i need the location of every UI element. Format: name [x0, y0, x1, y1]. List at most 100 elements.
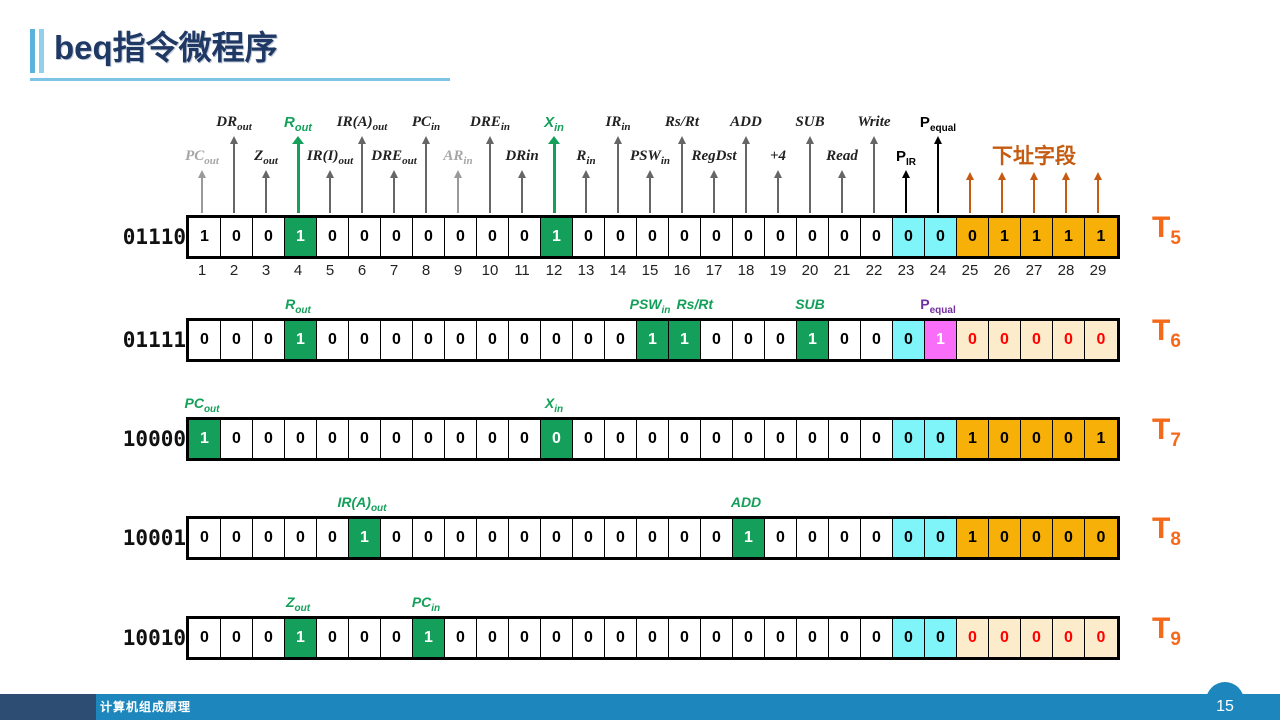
- control-bit-cell[interactable]: 0: [445, 519, 477, 557]
- control-bit-cell[interactable]: 0: [733, 619, 765, 657]
- control-bit-cell[interactable]: 0: [765, 321, 797, 359]
- control-bit-cell[interactable]: 1: [189, 218, 221, 256]
- control-bit-cell[interactable]: 0: [221, 321, 253, 359]
- control-bit-cell[interactable]: 0: [317, 218, 349, 256]
- control-bit-cell[interactable]: 0: [637, 218, 669, 256]
- control-bit-cell[interactable]: 0: [605, 420, 637, 458]
- control-bit-cell[interactable]: 0: [1053, 519, 1085, 557]
- control-bit-cell[interactable]: 0: [477, 321, 509, 359]
- control-bit-cell[interactable]: 1: [1053, 218, 1085, 256]
- control-bit-cell[interactable]: 0: [477, 420, 509, 458]
- control-bit-cell[interactable]: 0: [413, 218, 445, 256]
- control-bit-cell[interactable]: 0: [829, 519, 861, 557]
- control-bit-cell[interactable]: 1: [285, 321, 317, 359]
- control-bit-cell[interactable]: 1: [669, 321, 701, 359]
- control-bit-cell[interactable]: 0: [1021, 321, 1053, 359]
- control-bit-cell[interactable]: 0: [381, 619, 413, 657]
- control-bit-cell[interactable]: 1: [957, 420, 989, 458]
- control-bit-cell[interactable]: 0: [445, 420, 477, 458]
- control-bit-cell[interactable]: 0: [861, 420, 893, 458]
- control-bit-cell[interactable]: 0: [509, 218, 541, 256]
- control-bit-cell[interactable]: 0: [349, 218, 381, 256]
- control-bit-cell[interactable]: 0: [445, 321, 477, 359]
- control-bit-cell[interactable]: 0: [797, 218, 829, 256]
- control-bit-cell[interactable]: 0: [509, 519, 541, 557]
- control-bit-cell[interactable]: 0: [285, 519, 317, 557]
- control-bit-cell[interactable]: 0: [637, 519, 669, 557]
- control-bit-cell[interactable]: 0: [381, 321, 413, 359]
- control-bit-cell[interactable]: 0: [189, 321, 221, 359]
- control-bit-cell[interactable]: 1: [989, 218, 1021, 256]
- control-bit-cell[interactable]: 0: [829, 218, 861, 256]
- control-bit-cell[interactable]: 0: [1021, 619, 1053, 657]
- control-bit-cell[interactable]: 0: [637, 619, 669, 657]
- control-bit-cell[interactable]: 0: [541, 321, 573, 359]
- control-bit-cell[interactable]: 0: [1053, 619, 1085, 657]
- control-bit-cell[interactable]: 0: [893, 420, 925, 458]
- control-bit-cell[interactable]: 0: [221, 619, 253, 657]
- control-bit-cell[interactable]: 0: [413, 321, 445, 359]
- control-bit-cell[interactable]: 0: [925, 218, 957, 256]
- control-bit-cell[interactable]: 0: [509, 619, 541, 657]
- control-bit-cell[interactable]: 0: [765, 519, 797, 557]
- control-bit-cell[interactable]: 0: [349, 321, 381, 359]
- control-bit-cell[interactable]: 0: [733, 218, 765, 256]
- control-bit-cell[interactable]: 0: [573, 519, 605, 557]
- control-bit-cell[interactable]: 1: [413, 619, 445, 657]
- control-bit-cell[interactable]: 0: [893, 519, 925, 557]
- control-bit-cell[interactable]: 0: [317, 619, 349, 657]
- control-bit-cell[interactable]: 0: [733, 420, 765, 458]
- control-bit-cell[interactable]: 0: [829, 420, 861, 458]
- control-bit-cell[interactable]: 1: [925, 321, 957, 359]
- control-bit-cell[interactable]: 0: [765, 218, 797, 256]
- control-bit-cell[interactable]: 0: [925, 619, 957, 657]
- control-bit-cell[interactable]: 0: [605, 519, 637, 557]
- control-bit-cell[interactable]: 0: [733, 321, 765, 359]
- control-bit-cell[interactable]: 0: [285, 420, 317, 458]
- control-bit-cell[interactable]: 1: [733, 519, 765, 557]
- control-bit-cell[interactable]: 1: [1021, 218, 1053, 256]
- control-bit-cell[interactable]: 0: [957, 619, 989, 657]
- control-bit-cell[interactable]: 1: [285, 619, 317, 657]
- control-bit-cell[interactable]: 0: [989, 519, 1021, 557]
- control-bit-cell[interactable]: 0: [989, 619, 1021, 657]
- control-bit-cell[interactable]: 0: [669, 519, 701, 557]
- control-bit-cell[interactable]: 0: [253, 619, 285, 657]
- control-bit-cell[interactable]: 0: [253, 321, 285, 359]
- control-bit-cell[interactable]: 0: [829, 321, 861, 359]
- control-bit-cell[interactable]: 0: [701, 519, 733, 557]
- control-bit-cell[interactable]: 0: [861, 619, 893, 657]
- control-bit-cell[interactable]: 0: [1085, 321, 1117, 359]
- control-bit-cell[interactable]: 0: [509, 321, 541, 359]
- control-bit-cell[interactable]: 0: [989, 321, 1021, 359]
- control-bit-cell[interactable]: 1: [349, 519, 381, 557]
- control-bit-cell[interactable]: 0: [573, 218, 605, 256]
- control-bit-cell[interactable]: 0: [797, 519, 829, 557]
- control-bit-cell[interactable]: 0: [669, 420, 701, 458]
- control-bit-cell[interactable]: 0: [445, 619, 477, 657]
- control-bit-cell[interactable]: 0: [701, 218, 733, 256]
- control-bit-cell[interactable]: 0: [189, 619, 221, 657]
- control-bit-cell[interactable]: 0: [573, 619, 605, 657]
- control-bit-cell[interactable]: 1: [957, 519, 989, 557]
- control-bit-cell[interactable]: 0: [1053, 420, 1085, 458]
- control-bit-cell[interactable]: 0: [381, 519, 413, 557]
- control-bit-cell[interactable]: 0: [221, 218, 253, 256]
- control-bit-cell[interactable]: 0: [989, 420, 1021, 458]
- control-bit-cell[interactable]: 0: [605, 321, 637, 359]
- control-bit-cell[interactable]: 1: [797, 321, 829, 359]
- control-bit-cell[interactable]: 0: [605, 619, 637, 657]
- control-bit-cell[interactable]: 0: [893, 619, 925, 657]
- control-bit-cell[interactable]: 0: [925, 519, 957, 557]
- control-bit-cell[interactable]: 1: [1085, 218, 1117, 256]
- control-bit-cell[interactable]: 0: [893, 218, 925, 256]
- control-bit-cell[interactable]: 0: [1085, 619, 1117, 657]
- control-bit-cell[interactable]: 0: [893, 321, 925, 359]
- control-bit-cell[interactable]: 0: [861, 321, 893, 359]
- control-bit-cell[interactable]: 1: [285, 218, 317, 256]
- control-bit-cell[interactable]: 0: [221, 519, 253, 557]
- control-bit-cell[interactable]: 0: [829, 619, 861, 657]
- control-bit-cell[interactable]: 0: [701, 420, 733, 458]
- control-bit-cell[interactable]: 0: [669, 619, 701, 657]
- control-bit-cell[interactable]: 0: [925, 420, 957, 458]
